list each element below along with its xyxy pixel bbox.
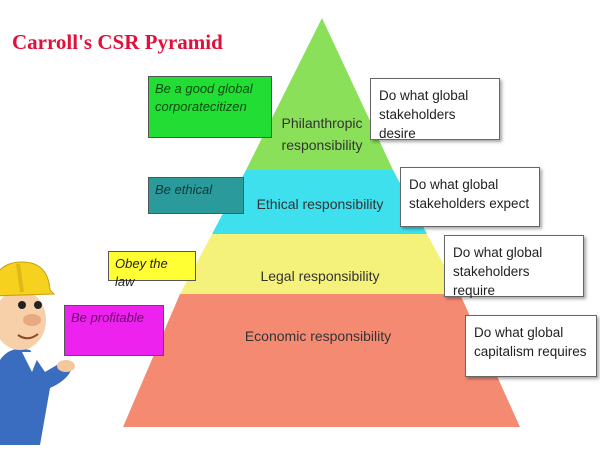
ethical-label: Ethical responsibility <box>257 196 384 212</box>
pyramid-layer-legal <box>180 234 460 294</box>
tag-philanthropic: Be a good global corporatecitizen <box>148 76 272 138</box>
page-title: Carroll's CSR Pyramid <box>12 30 223 54</box>
box-legal: Do what global stakeholders require <box>444 235 584 298</box>
pyramid-layer-philanthropic <box>246 18 393 170</box>
philanthropic-label-line2: responsibility <box>282 137 363 153</box>
philanthropic-label-line1: Philanthropic <box>282 115 363 131</box>
box-economic: Do what global capitalism requires <box>465 315 597 377</box>
tag-legal: Obey the law <box>108 251 196 289</box>
tag-economic: Be profitable <box>64 305 164 356</box>
box-philanthropic: Do what global stakeholders desire <box>370 78 500 141</box>
economic-label: Economic responsibility <box>245 328 391 344</box>
tag-ethical: Be ethical <box>148 177 244 214</box>
box-ethical: Do what global stakeholders expect <box>400 167 540 227</box>
pyramid-layer-ethical <box>212 170 427 234</box>
legal-label: Legal responsibility <box>260 268 379 284</box>
pyramid-layer-economic <box>123 294 520 427</box>
